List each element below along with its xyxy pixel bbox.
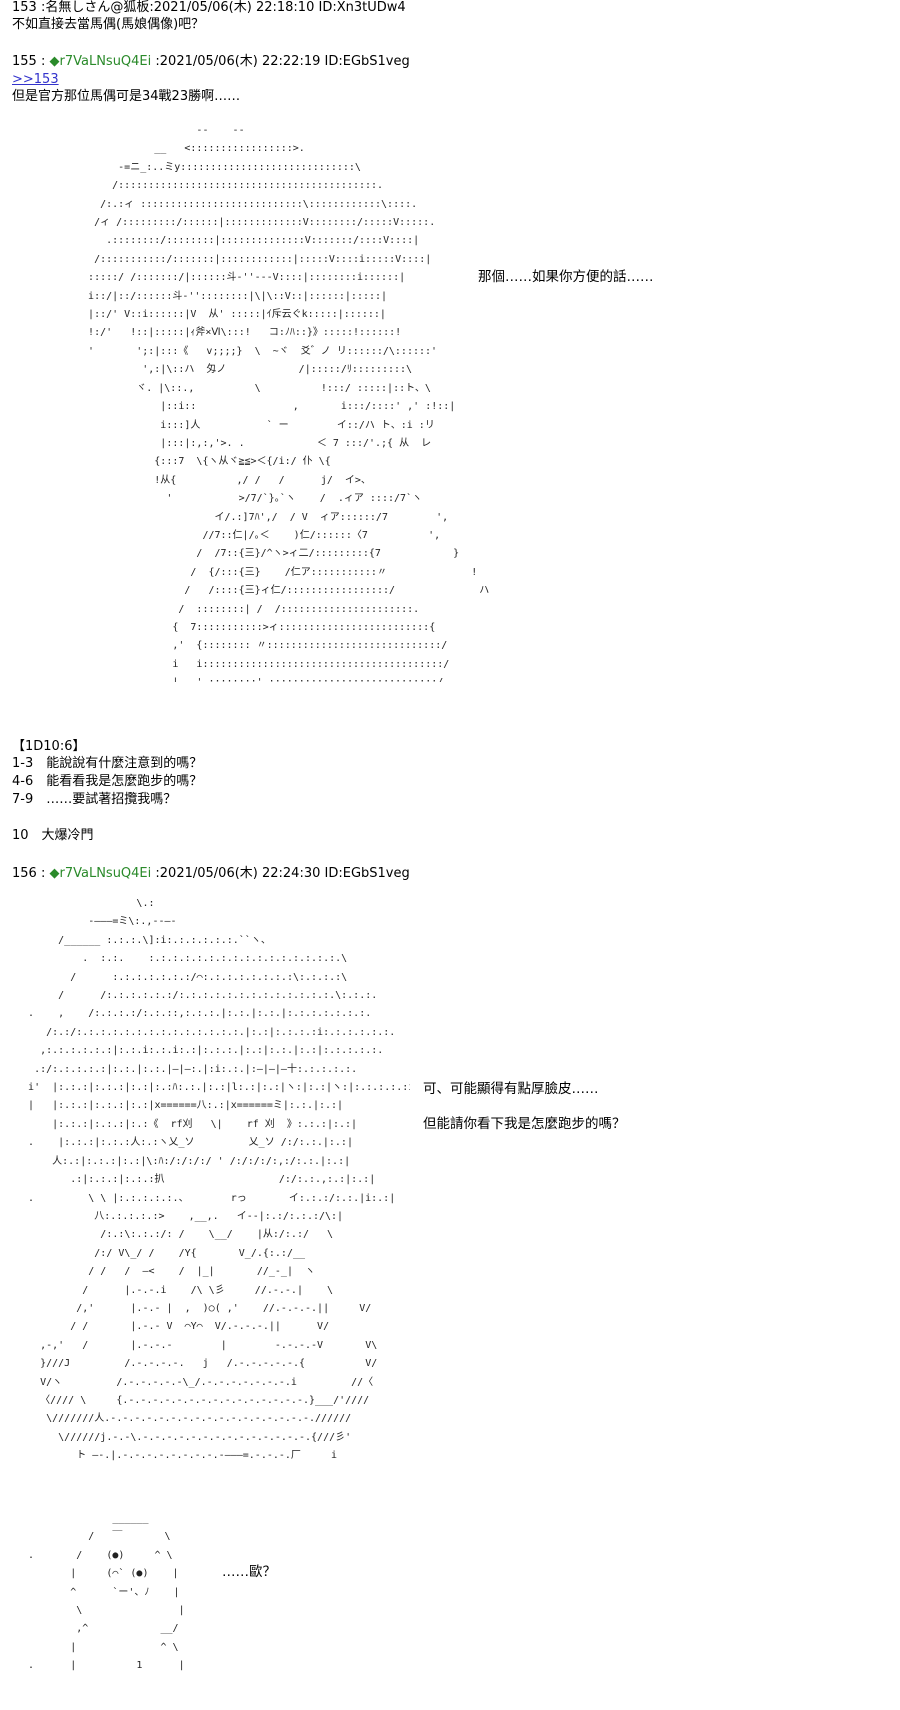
poster-id: ID:Xn3tUDw4	[318, 0, 406, 15]
speech-line-1: 那個……如果你方便的話……	[478, 269, 654, 285]
post-date: 2021/05/06(木) 22:22:19	[159, 54, 321, 69]
post-number: 155	[12, 54, 37, 69]
poster-id: ID:EGbS1veg	[324, 54, 410, 69]
poster-trip: ◆r7VaLNsuQ4Ei	[49, 866, 152, 881]
post-date: 2021/05/06(木) 22:24:30	[159, 866, 321, 881]
ascii-art-horse-girl-embarrassed: \.: -―――=ミ\:.,--―- /______ :.:.:.\]:i:.:…	[28, 898, 410, 1462]
choice-item: 10 大爆冷門	[12, 828, 94, 843]
poster-id: ID:EGbS1veg	[324, 866, 410, 881]
choice-item: 1-3 能說說有什麼注意到的嗎？	[12, 756, 203, 771]
post-156-header: 156 : ◆r7VaLNsuQ4Ei :2021/05/06(木) 22:24…	[12, 866, 410, 881]
speech-line-4: ……歐？	[222, 1564, 276, 1580]
post-155-header: 155 : ◆r7VaLNsuQ4Ei :2021/05/06(木) 22:22…	[12, 54, 410, 69]
reply-anchor-link[interactable]: >>153	[12, 72, 59, 87]
poster-name: 名無しさん@狐板	[45, 0, 150, 15]
poster-trip: ◆r7VaLNsuQ4Ei	[49, 54, 152, 69]
speech-line-3: 但能請你看下我是怎麼跑步的嗎？	[423, 1116, 626, 1132]
choice-item: 4-6 能看看我是怎麼跑步的嗎？	[12, 774, 203, 789]
choice-list: 1-3 能說說有什麼注意到的嗎？ 4-6 能看看我是怎麼跑步的嗎？ 7-9 ………	[12, 755, 202, 845]
speech-line-2: 可、可能顯得有點厚臉皮……	[423, 1081, 599, 1097]
dice-result: 【1D10:6】	[12, 739, 86, 754]
ascii-art-horse-girl-thinking: -- -- __ <:::::::::::::::::>. -=ニ_:..ミy:…	[88, 125, 490, 682]
post-date: 2021/05/06(木) 22:18:10	[153, 0, 315, 15]
post-number: 153	[12, 0, 37, 15]
ascii-art-surprised-face: ______ / ￣ \ . / (●) ^ \ | (⌒` (●) | ^ `…	[28, 1513, 185, 1672]
post-155-body: 但是官方那位馬偶可是34戰23勝啊……	[12, 89, 241, 104]
post-153-body: 不如直接去當馬偶(馬娘偶像)吧？	[12, 17, 205, 32]
choice-item	[12, 809, 202, 827]
choice-item: 7-9 ……要試著招攬我嗎？	[12, 792, 177, 807]
post-153-header: 153 :名無しさん@狐板:2021/05/06(木) 22:18:10 ID:…	[12, 0, 406, 15]
post-number: 156	[12, 866, 37, 881]
